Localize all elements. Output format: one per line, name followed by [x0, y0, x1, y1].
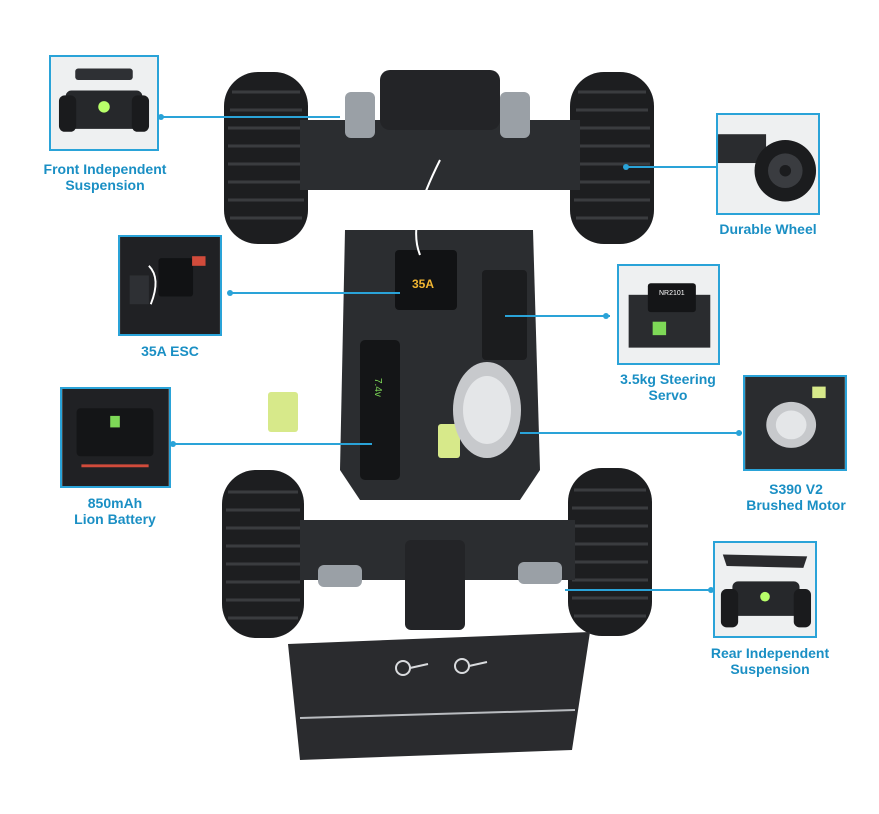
- front-left-wheel: [224, 72, 308, 244]
- callout-rear-suspension: [565, 589, 713, 591]
- callout-front-suspension: [160, 116, 340, 118]
- callout-battery: [172, 443, 372, 445]
- rear-left-wheel: [222, 470, 304, 638]
- body-clips: [395, 658, 488, 676]
- callout-dot: [170, 441, 176, 447]
- motor-label-line2: Brushed Motor: [746, 497, 846, 513]
- front-suspension-label-line2: Suspension: [65, 177, 145, 193]
- callout-dot: [227, 290, 233, 296]
- callout-dot: [708, 587, 714, 593]
- callout-wheel: [626, 166, 716, 168]
- callout-motor: [520, 432, 742, 434]
- front-right-wheel: [570, 72, 654, 244]
- servo-label: 3.5kg Steering Servo: [598, 371, 738, 403]
- rear-right-wheel: [568, 468, 652, 636]
- motor-label: S390 V2 Brushed Motor: [728, 481, 864, 513]
- esc-photo: [118, 235, 222, 336]
- callout-servo: [505, 315, 610, 317]
- esc-unit: [395, 250, 457, 310]
- servo-model-text: NR2101: [659, 290, 685, 297]
- servo-photo: NR2101: [617, 264, 720, 365]
- rear-suspension-label-line1: Rear Independent: [710, 645, 830, 661]
- front-suspension-label: Front Independent Suspension: [20, 161, 190, 193]
- battery-photo: [60, 387, 171, 488]
- rear-suspension-label: Rear Independent Suspension: [692, 645, 848, 677]
- battery-voltage-text: 7.4v: [372, 378, 383, 397]
- wheel-label-line1: Durable Wheel: [719, 221, 817, 237]
- esc-rating-text: 35A: [412, 277, 434, 291]
- wheel-label: Durable Wheel: [700, 221, 836, 237]
- battery-label-line1: 850mAh: [87, 495, 143, 511]
- battery-label-line2: Lion Battery: [74, 511, 156, 527]
- rear-wing: [288, 632, 590, 760]
- servo-label-line2: Servo: [648, 387, 688, 403]
- esc-label: 35A ESC: [110, 343, 230, 359]
- motor-photo: [743, 375, 847, 471]
- servo-label-line1: 3.5kg Steering: [620, 371, 716, 387]
- rear-suspension-photo: [713, 541, 817, 638]
- front-suspension-label-line1: Front Independent: [43, 161, 167, 177]
- callout-dot: [158, 114, 164, 120]
- motor-label-line1: S390 V2: [769, 481, 823, 497]
- servo-unit: [482, 270, 527, 360]
- front-suspension-photo: [49, 55, 159, 151]
- battery-pack: [360, 340, 400, 480]
- front-shocks: [345, 92, 530, 138]
- wheel-photo: [716, 113, 820, 215]
- rear-suspension-label-line2: Suspension: [730, 661, 810, 677]
- callout-dot: [603, 313, 609, 319]
- battery-label: 850mAh Lion Battery: [50, 495, 180, 527]
- callout-dot: [623, 164, 629, 170]
- callout-esc: [230, 292, 400, 294]
- esc-label-line1: 35A ESC: [141, 343, 199, 359]
- callout-dot: [736, 430, 742, 436]
- rear-shocks: [318, 562, 562, 587]
